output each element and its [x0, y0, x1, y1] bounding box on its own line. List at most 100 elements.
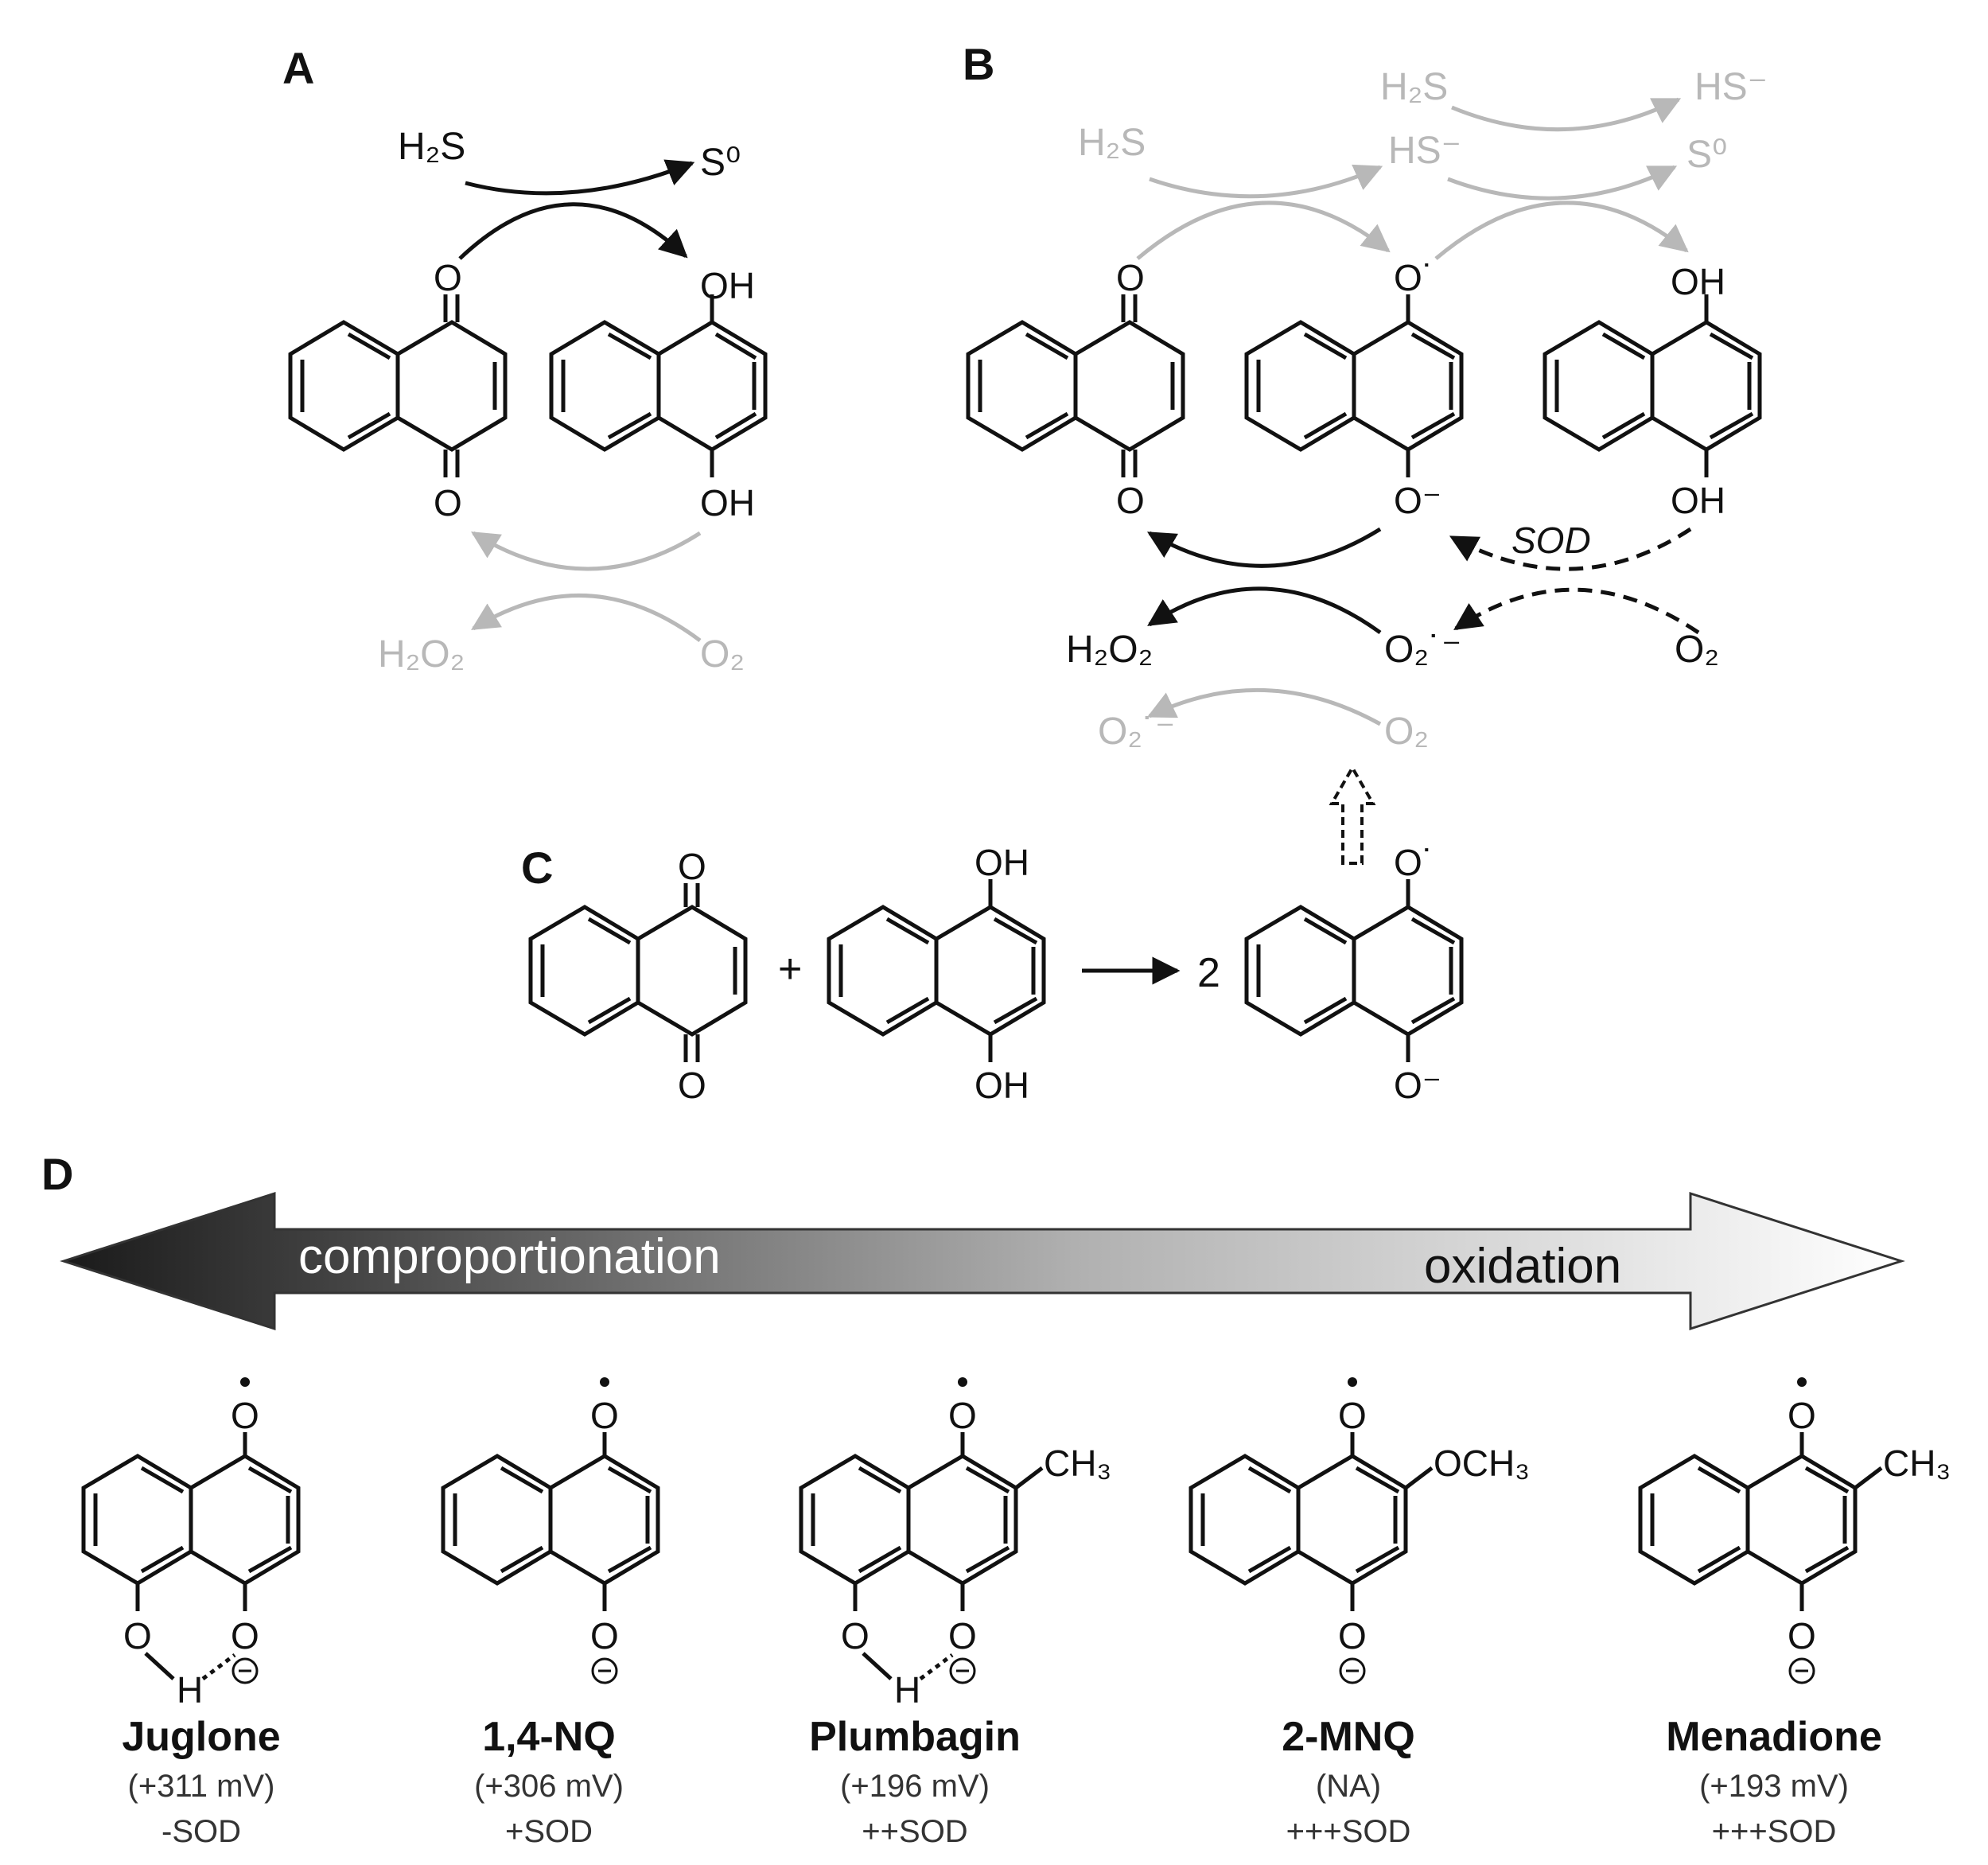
svg-text:O: O [1788, 1395, 1816, 1436]
c-oh-top-label: OH [975, 842, 1029, 883]
b-superoxide-to-h2o2-arrow [1147, 586, 1382, 635]
b-quinone-structure [966, 294, 1185, 477]
panel-a-label: A [282, 43, 314, 93]
gradient-double-arrow [60, 1191, 1905, 1331]
plumbagin-ch3-label: CH₃ [1044, 1443, 1111, 1484]
2mnq-och3-label: OCH₃ [1434, 1443, 1530, 1484]
juglone-potential: (+311 mV) [128, 1769, 275, 1804]
svg-text:O: O [948, 1395, 977, 1436]
compound-juglone-caption: Juglone (+311 mV) -SOD [122, 1714, 280, 1849]
b-o-minus-label: O⁻ [1394, 480, 1441, 521]
a-quinone-structure [288, 294, 508, 477]
c-o-radical-label: O˙ [1394, 842, 1434, 883]
b-h2s-to-hs-mid-arrow [1149, 164, 1383, 199]
c-up-hollow-arrow [1329, 765, 1376, 865]
c-o-minus-label: O⁻ [1394, 1065, 1441, 1106]
svg-text:O: O [590, 1615, 619, 1657]
panel-d: D comproportionation oxidation O O O H O [41, 1149, 1951, 1849]
c-o-top-label: O [678, 846, 706, 887]
b-h2s-to-hs-arrow [1451, 97, 1682, 132]
b-hs-top-label: HS⁻ [1694, 66, 1768, 108]
b-o-bottom-label: O [1116, 480, 1145, 521]
b-grey-o2-arrow [1146, 687, 1382, 726]
svg-text:O: O [231, 1615, 259, 1657]
c-o-bottom-label: O [678, 1065, 706, 1106]
b-semiquinone-oxidation-arrow [1146, 527, 1382, 568]
menadione-name: Menadione [1666, 1714, 1882, 1760]
b-s0-label: S⁰ [1686, 134, 1727, 176]
14nq-name: 1,4-NQ [482, 1714, 616, 1760]
a-h2s-to-s0-arrow [465, 159, 695, 196]
b-hs-to-s0-arrow [1447, 165, 1678, 201]
b-semiquinone-to-hydroquinone-arrow [1434, 201, 1689, 260]
panel-b-label: B [963, 39, 994, 89]
14nq-sod: +SOD [505, 1814, 593, 1849]
plumbagin-sod: ++SOD [862, 1814, 967, 1849]
plumbagin-h-label: H [894, 1669, 920, 1711]
2mnq-name: 2-MNQ [1282, 1714, 1415, 1760]
b-superoxide-label: O₂˙⁻ [1384, 629, 1461, 671]
panel-d-label: D [41, 1149, 73, 1199]
panel-b: B H₂S HS⁻ H₂S HS⁻ S⁰ O O O˙ O⁻ [963, 39, 1768, 753]
juglone-h-label: H [177, 1669, 203, 1711]
a-oh-top-label: OH [700, 265, 755, 306]
b-grey-o2-label: O₂ [1384, 711, 1429, 753]
svg-text:O: O [123, 1615, 152, 1657]
comproportionation-label: comproportionation [298, 1229, 721, 1284]
compound-2mnq-caption: 2-MNQ (NA) +++SOD [1282, 1714, 1415, 1849]
b-o2-to-superoxide-arrow [1453, 587, 1700, 635]
juglone-sod: -SOD [161, 1814, 241, 1849]
a-o2-label: O₂ [700, 633, 745, 676]
compound-14nq-structure: O O [441, 1377, 660, 1684]
c-hydroquinone-structure [827, 879, 1046, 1062]
b-quinone-to-semiquinone-arrow [1136, 201, 1391, 260]
b-grey-superoxide-label: O₂˙⁻ [1098, 711, 1175, 753]
a-o-top-label: O [434, 257, 462, 298]
b-hs-mid-label: HS⁻ [1388, 130, 1461, 172]
b-h2s-left-label: H₂S [1078, 122, 1146, 164]
a-o-bottom-label: O [434, 482, 462, 524]
a-o2-to-h2o2-arrow [471, 593, 702, 643]
menadione-potential: (+193 mV) [1699, 1769, 1849, 1804]
oxidation-label: oxidation [1424, 1239, 1621, 1294]
b-o-top-label: O [1116, 257, 1145, 298]
a-h2s-label: H₂S [398, 126, 465, 168]
b-o-radical-label: O˙ [1394, 257, 1434, 298]
svg-text:O: O [1338, 1615, 1367, 1657]
c-plus-sign: + [778, 946, 802, 992]
menadione-sod: +++SOD [1712, 1814, 1837, 1849]
a-quinone-to-hydroquinone-arrow [458, 202, 688, 260]
b-o2-right-label: O₂ [1675, 629, 1719, 671]
compound-menadione-structure: O CH₃ O [1638, 1377, 1951, 1684]
compound-2mnq-structure: O OCH₃ O [1189, 1377, 1530, 1684]
svg-text:O: O [948, 1615, 977, 1657]
b-hydroquinone-structure [1543, 294, 1762, 477]
compound-plumbagin-structure: O CH₃ O O H [799, 1377, 1111, 1711]
svg-text:O: O [841, 1615, 870, 1657]
b-sod-label: SOD [1511, 520, 1591, 561]
menadione-ch3-label: CH₃ [1883, 1443, 1951, 1484]
a-hydroquinone-structure [549, 294, 768, 477]
compound-14nq-caption: 1,4-NQ (+306 mV) +SOD [474, 1714, 624, 1849]
panel-c-label: C [521, 843, 553, 893]
c-oh-bottom-label: OH [975, 1065, 1029, 1106]
svg-text:O: O [231, 1395, 259, 1436]
b-h2o2-label: H₂O₂ [1066, 629, 1153, 671]
juglone-name: Juglone [122, 1714, 280, 1760]
compound-menadione-caption: Menadione (+193 mV) +++SOD [1666, 1714, 1882, 1849]
c-quinone-structure [528, 883, 748, 1062]
b-sod-dismutation-arrow [1449, 527, 1692, 571]
b-oh-bottom-label: OH [1671, 480, 1725, 521]
svg-text:O: O [1338, 1395, 1367, 1436]
compound-plumbagin-caption: Plumbagin (+196 mV) ++SOD [809, 1714, 1021, 1849]
a-h2o2-label: H₂O₂ [378, 633, 465, 676]
plumbagin-potential: (+196 mV) [840, 1769, 990, 1804]
plumbagin-name: Plumbagin [809, 1714, 1021, 1760]
c-coefficient: 2 [1197, 950, 1220, 996]
panel-a: A H₂S S⁰ O O OH OH H₂O₂ O₂ [282, 43, 768, 676]
svg-text:O: O [1788, 1615, 1816, 1657]
c-semiquinone-structure [1244, 879, 1464, 1062]
b-semiquinone-structure [1244, 294, 1464, 477]
panel-c: C O O + OH OH 2 [521, 765, 1464, 1106]
